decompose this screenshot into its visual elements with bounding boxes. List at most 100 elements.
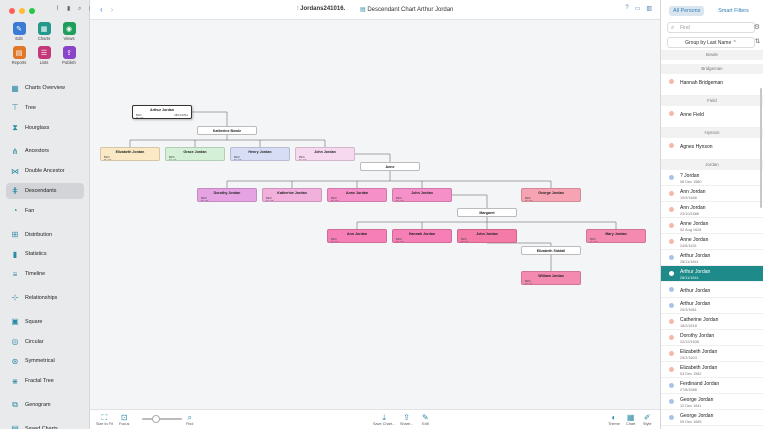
sort-icon[interactable]: ⇅: [754, 39, 760, 45]
tool-label: Edit: [15, 36, 23, 41]
sidebar-item-circular[interactable]: ◎Circular: [6, 334, 84, 350]
panel-icon[interactable]: ▭: [634, 6, 641, 12]
sidebar-item-descendants[interactable]: ⋕Descendants: [6, 182, 84, 199]
sidebar-item-relationships[interactable]: ⊹Relationships: [6, 290, 84, 306]
search-icon[interactable]: ⌕: [78, 6, 82, 12]
sidebar-item-square[interactable]: ▣Square: [6, 314, 84, 330]
share-button[interactable]: ⇪Share...: [400, 413, 413, 426]
sidebar-item-distribution[interactable]: ⊞Distribution: [6, 227, 84, 243]
sidebar-item-timeline[interactable]: ≡Timeline: [6, 266, 84, 282]
sidebar-item-fan[interactable]: ◔Fan: [6, 203, 84, 219]
sidebar-item-ancestors[interactable]: ⋔Ancestors: [6, 143, 84, 159]
persons-scrollbar[interactable]: [760, 88, 762, 208]
spouse-box[interactable]: Katherine Bowle: [197, 126, 257, 135]
spouse-box[interactable]: Elizabeth Siddall: [521, 246, 581, 255]
document-icon: ⫶: [297, 6, 301, 12]
sidebar-item-tree[interactable]: ⊤Tree: [6, 100, 84, 116]
spouse-box[interactable]: Margaret: [457, 208, 517, 217]
death-label: Death: [331, 240, 339, 243]
person-list-item[interactable]: Arthur Jordan: [661, 282, 763, 298]
link-icon[interactable]: ⌇: [56, 6, 59, 12]
zoom-slider[interactable]: [142, 418, 182, 420]
size-to-fit-button[interactable]: ⛶Size to Fit: [96, 413, 113, 426]
save-chart-button[interactable]: ⤓Save Chart...: [373, 413, 395, 426]
tab-all-persons[interactable]: All Persons: [669, 6, 705, 16]
forward-arrow-icon[interactable]: ›: [110, 5, 114, 14]
zoom-window-button[interactable]: [29, 8, 35, 14]
death-label: Death: [461, 240, 469, 243]
person-list-item[interactable]: Hannah Bridgeman: [661, 74, 763, 96]
edit-chart-button[interactable]: ✎Edit: [422, 413, 429, 426]
style-button[interactable]: ✐Style: [643, 413, 651, 426]
birth-label: Birth: [169, 155, 175, 159]
close-window-button[interactable]: [9, 8, 15, 14]
person-list-item[interactable]: Agnes Hynson: [661, 138, 763, 160]
person-list-item[interactable]: Anne Field: [661, 106, 763, 128]
sidebar-toggle-icon[interactable]: ▥: [646, 6, 652, 12]
sidebar-item-symmetrical[interactable]: ⊛Symmetrical: [6, 353, 84, 369]
minimize-window-button[interactable]: [19, 8, 25, 14]
tool-edit-button[interactable]: ✎Edit: [9, 22, 29, 41]
tool-charts-button[interactable]: ▦Charts: [34, 22, 54, 41]
back-arrow-icon[interactable]: ‹: [100, 5, 103, 14]
sidebar-item-double-ancestor[interactable]: ⋈Double Ancestor: [6, 163, 84, 179]
sidebar-item-statistics[interactable]: ▮Statistics: [6, 246, 84, 262]
sidebar-item-charts-overview[interactable]: ▦Charts Overview: [6, 80, 84, 96]
tool-lists-button[interactable]: ☰Lists: [34, 46, 54, 65]
tool-views-button[interactable]: ◉Views: [59, 22, 79, 41]
bookmark-icon[interactable]: ▮: [67, 6, 71, 12]
gear-icon[interactable]: ⚙: [753, 24, 760, 31]
tool-reports-button[interactable]: ▤Reports: [9, 46, 29, 65]
chart-settings-button[interactable]: ▦Chart: [626, 413, 635, 426]
find-button[interactable]: ⌕Find: [186, 413, 193, 426]
sidebar-item-fractal-tree[interactable]: ⋇Fractal Tree: [6, 373, 84, 389]
tool-label: Charts: [37, 36, 51, 41]
find-field[interactable]: ⌕Find: [667, 22, 755, 33]
tool-publish-button[interactable]: ⇪Publish: [59, 46, 79, 65]
sidebar-item-genogram[interactable]: ⧉Genogram: [6, 397, 84, 413]
zoom-slider-knob[interactable]: [152, 415, 160, 423]
person-date: 12 Dec 1641: [680, 403, 702, 408]
tab-smart-filters[interactable]: Smart Filters: [718, 8, 749, 14]
spouse-box[interactable]: Anne: [360, 162, 420, 171]
help-icon[interactable]: ?: [625, 5, 629, 11]
theme-button[interactable]: ◐Theme: [608, 413, 620, 426]
sidebar-item-saved-charts[interactable]: ▤Saved Charts0 Saved Charts: [6, 421, 84, 429]
group-by-select[interactable]: Group by Last Name ⌃: [667, 37, 755, 48]
focus-button[interactable]: ⊡Focus: [119, 413, 129, 426]
size-to-fit-label: Size to Fit: [96, 422, 113, 426]
sidebar-item-hourglass[interactable]: ⧗Hourglass: [6, 120, 84, 136]
